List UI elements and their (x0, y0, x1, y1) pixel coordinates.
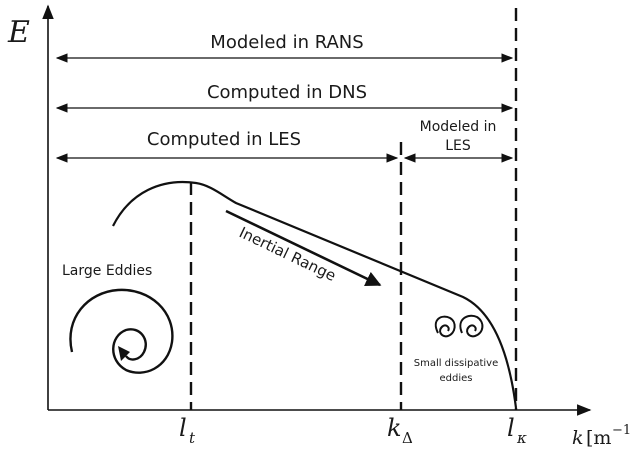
small-eddies-label: Small dissipative eddies (414, 358, 499, 384)
inertial-range-arrow (225, 209, 382, 287)
x-axis-label: k [m −1 (572, 423, 631, 449)
large-eddy-arrow-head (118, 346, 130, 361)
lkappa-tick-label: l κ (507, 414, 527, 447)
svg-text:[m: [m (586, 427, 611, 449)
svg-text:κ: κ (516, 429, 527, 447)
y-axis-label: E (7, 15, 30, 50)
les-computed-range-label: Computed in LES (147, 129, 301, 150)
rans-range-label: Modeled in RANS (210, 32, 363, 53)
svg-text:l: l (507, 414, 515, 442)
small-eddies-icon (434, 314, 484, 338)
energy-spectrum-curve (112, 181, 518, 409)
svg-text:−1: −1 (612, 423, 631, 438)
svg-text:k: k (572, 427, 584, 449)
kdelta-tick-label: k Δ (387, 414, 413, 447)
svg-text:eddies: eddies (440, 373, 473, 384)
les-modeled-range-label: Modeled in LES (420, 119, 497, 154)
svg-text:k: k (387, 414, 402, 442)
svg-text:t: t (189, 429, 196, 447)
large-eddy-spiral-icon (69, 288, 174, 374)
inertial-range-label: Inertial Range (236, 223, 339, 285)
lt-tick-label: l t (179, 414, 196, 447)
svg-text:LES: LES (445, 138, 471, 154)
svg-text:Modeled in: Modeled in (420, 119, 497, 135)
svg-text:Δ: Δ (402, 429, 413, 447)
svg-text:Small dissipative: Small dissipative (414, 358, 499, 369)
svg-text:l: l (179, 414, 187, 442)
large-eddies-label: Large Eddies (62, 263, 152, 279)
dns-range-label: Computed in DNS (207, 82, 367, 103)
